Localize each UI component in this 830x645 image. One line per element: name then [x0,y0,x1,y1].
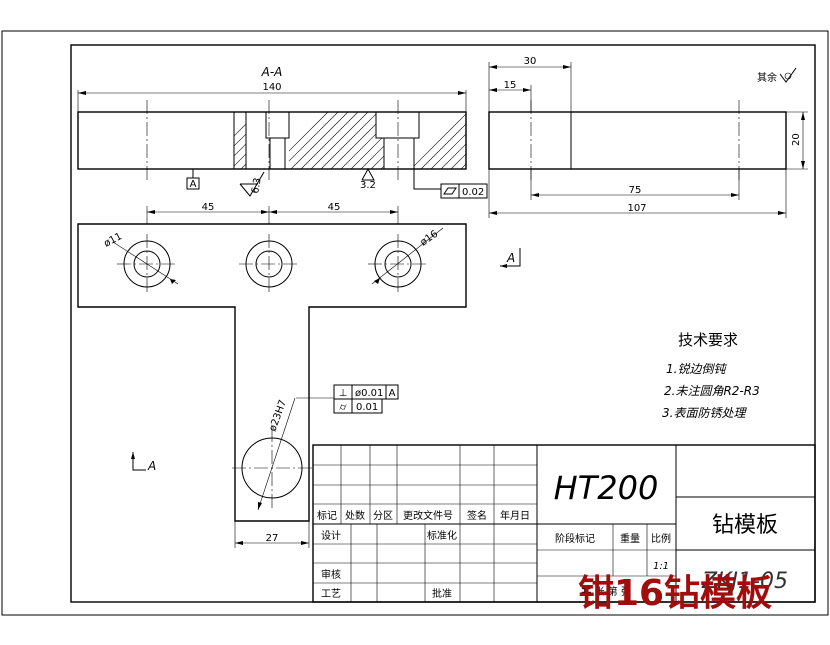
watermark-text: 钳16钻模板 [578,573,772,614]
tol-perp-value: ø0.01 [355,388,383,399]
flatness-value: 0.02 [462,187,484,198]
drawing-number-label: ZKJ1-05 [701,569,788,594]
dim-45-left-label: 45 [202,202,215,213]
header-count: 处数 [345,509,365,522]
flatness-icon [443,187,457,195]
header-signature: 签名 [467,509,487,522]
dim-45-right-label: 45 [328,202,341,213]
header-change-doc: 更改文件号 [403,509,453,522]
tol-cyl-icon: ⌭ [339,402,347,413]
hatch-right [414,112,466,169]
section-body [77,111,467,170]
section-mark-left: A [147,459,156,473]
hole-right-dim: ø16 [418,229,440,249]
roughness-note: 其余 [757,71,777,84]
dim-75-label: 75 [629,185,642,196]
tech-req-item-1: 1.锐边倒钝 [666,362,727,376]
tol-cyl-frame [333,398,383,414]
label-approve: 批准 [432,587,452,600]
label-weight: 重量 [620,532,640,545]
outer-frame [1,30,829,616]
tol-perp-icon: ⊥ [339,388,348,399]
header-mark: 标记 [317,510,337,522]
side-body [488,111,787,170]
side-view: 30 15 20 75 107 [488,56,808,218]
scale-value: 1:1 [653,561,669,572]
tech-req-title: 技术要求 [678,331,738,349]
header-date: 年月日 [500,509,530,522]
dim-27-label: 27 [266,533,279,544]
label-standard: 标准化 [427,529,457,542]
roughness-left-value: 6.3 [250,177,264,195]
material-label: HT200 [554,469,659,507]
tech-req-item-2: 2.未注圆角R2-R3 [664,384,760,398]
roughness-right-value: 3.2 [360,180,376,191]
part-name-label: 钻模板 [712,513,778,538]
tech-requirements: 技术要求 1.锐边倒钝 2.未注圆角R2-R3 3.表面防锈处理 [662,331,760,420]
sheet-text: 共 张 第 张 [581,585,631,598]
roughness-symbol-right [361,167,375,181]
dim-30-label: 30 [524,56,537,67]
label-design: 设计 [321,529,341,542]
header-zone: 分区 [373,510,393,522]
title-block: 标记 处数 分区 更改文件号 签名 年月日 设计 标准化 审核 工艺 批准 阶段… [312,444,816,603]
label-review: 审核 [321,568,341,581]
datum-box [186,177,200,190]
label-process: 工艺 [321,588,341,600]
dim-140-label: 140 [262,82,281,93]
roughness-symbol-left [239,171,265,197]
dim-20-label: 20 [791,133,802,146]
label-stage: 阶段标记 [555,532,595,545]
roughness-note-icon [779,67,797,83]
section-title: A-A [261,65,283,79]
tech-req-item-3: 3.表面防锈处理 [662,406,747,420]
plan-view: 45 45 ø11 ø16 ø23H7 27 [77,202,521,548]
tol-perp-datum: A [389,388,396,399]
dim-15-label: 15 [504,80,517,91]
hatch-middle [289,112,384,169]
section-view: A-A 140 [77,65,488,199]
datum-label: A [190,179,197,190]
label-scale: 比例 [651,532,671,545]
section-mark-right: A [506,251,515,265]
big-hole-dim: ø23H7 [267,399,289,434]
hatch-left [234,123,246,169]
flatness-frame [440,183,488,199]
tol-cyl-value: 0.01 [356,402,378,413]
dim-107-label: 107 [627,203,646,214]
